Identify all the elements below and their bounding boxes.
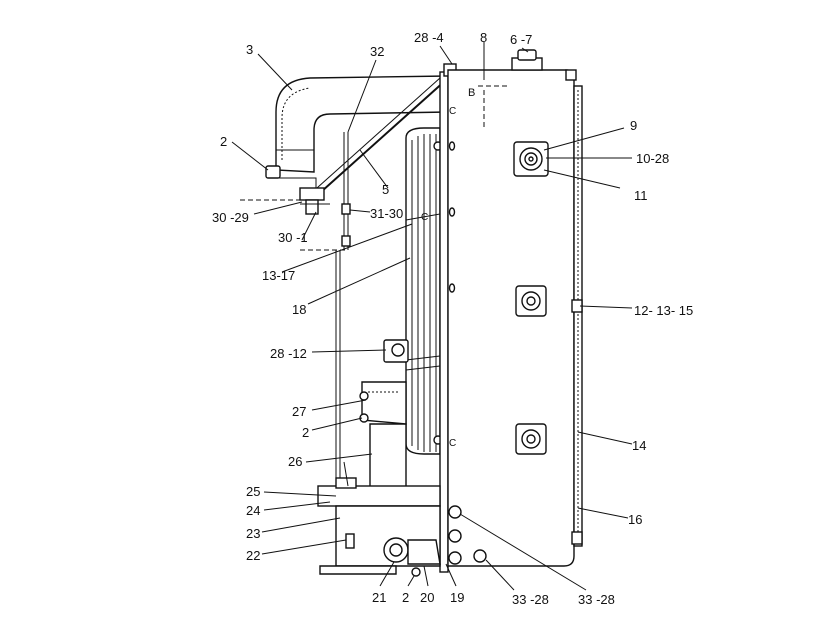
callout-21: 21 [372, 590, 386, 605]
callout-28-4: 28 -4 [414, 30, 444, 45]
callout-30-29: 30 -29 [212, 210, 249, 225]
callout-26: 26 [288, 454, 302, 469]
callout-31-30: 31-30 [370, 206, 403, 221]
callout-2-upper: 2 [220, 134, 227, 149]
callout-19: 19 [450, 590, 464, 605]
callout-8: 8 [480, 30, 487, 45]
callout-labels: 3 32 28 -4 8 6 -7 2 5 9 10-28 11 30 -29 … [212, 30, 693, 607]
radiator-core-edge [571, 85, 583, 547]
fan-shroud-outline [300, 249, 348, 500]
callout-3: 3 [246, 42, 253, 57]
callout-13-17: 13-17 [262, 268, 295, 283]
callout-9: 9 [630, 118, 637, 133]
stay-rod [307, 77, 447, 201]
callout-14: 14 [632, 438, 646, 453]
sensor-port-upper [513, 141, 549, 177]
callout-11: 11 [634, 188, 648, 203]
callout-20: 20 [420, 590, 434, 605]
drain-valve [383, 537, 441, 577]
sensor-port-lower [515, 423, 547, 455]
callout-24: 24 [246, 503, 260, 518]
callout-23: 23 [246, 526, 260, 541]
callout-18: 18 [292, 302, 306, 317]
callout-28-12: 28 -12 [270, 346, 307, 361]
callout-33-28-b: 33 -28 [578, 592, 615, 607]
callout-10-28: 10-28 [636, 151, 669, 166]
callout-32: 32 [370, 44, 384, 59]
callout-25: 25 [246, 484, 260, 499]
callout-30-1: 30 -1 [278, 230, 308, 245]
hose-clamp-bracket [299, 187, 330, 215]
radiator-tank-body [447, 49, 577, 567]
valve-mark-2: C [421, 212, 428, 223]
callout-2-lower: 2 [402, 590, 409, 605]
valve-mark-3: C [449, 438, 456, 449]
fan-core-side [405, 127, 443, 455]
callout-33-28-a: 33 -28 [512, 592, 549, 607]
support-rod [341, 132, 351, 250]
lower-hose [359, 339, 409, 499]
leader-lines [231, 42, 633, 591]
callout-6-7: 6 -7 [510, 32, 532, 47]
callout-5: 5 [382, 182, 389, 197]
callout-22: 22 [246, 548, 260, 563]
callout-27: 27 [292, 404, 306, 419]
lower-bracket [319, 505, 441, 577]
tank-mark-b: B [468, 87, 475, 99]
callout-16: 16 [628, 512, 642, 527]
callout-12-13-15: 12- 13- 15 [634, 303, 693, 318]
callout-2-middle: 2 [302, 425, 309, 440]
valve-mark-1: C [449, 106, 456, 117]
sensor-port-middle [515, 285, 547, 317]
